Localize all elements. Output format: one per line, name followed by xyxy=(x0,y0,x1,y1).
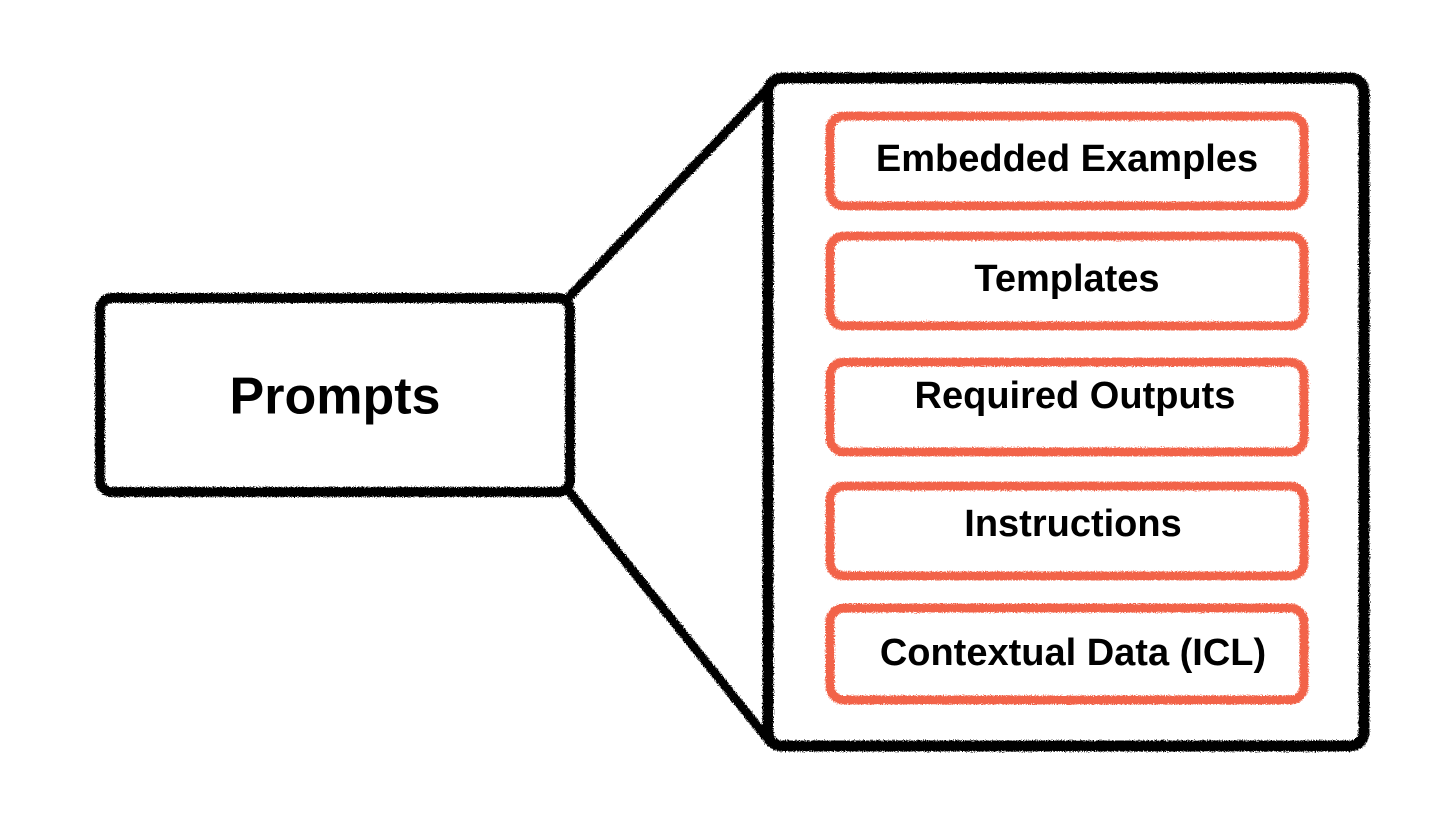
component-box xyxy=(825,111,1309,211)
component-item: Required Outputs xyxy=(825,357,1309,457)
prompts-label: Prompts xyxy=(230,368,441,426)
component-item: Embedded Examples xyxy=(825,111,1309,211)
connector-line-bottom xyxy=(563,485,775,747)
component-item: Templates xyxy=(825,231,1309,331)
component-item: Instructions xyxy=(825,481,1309,581)
component-label: Required Outputs xyxy=(915,375,1236,417)
component-label: Templates xyxy=(974,258,1159,300)
component-box xyxy=(825,481,1309,581)
connector-line-top xyxy=(563,81,775,303)
component-box xyxy=(825,357,1309,457)
prompts-box xyxy=(95,293,575,497)
component-label: Contextual Data (ICL) xyxy=(880,632,1266,674)
component-box xyxy=(825,603,1309,705)
component-label: Instructions xyxy=(964,503,1181,545)
component-item: Contextual Data (ICL) xyxy=(825,603,1309,705)
component-label: Embedded Examples xyxy=(876,138,1258,180)
component-box xyxy=(825,231,1309,331)
prompts-node: Prompts xyxy=(95,293,575,497)
